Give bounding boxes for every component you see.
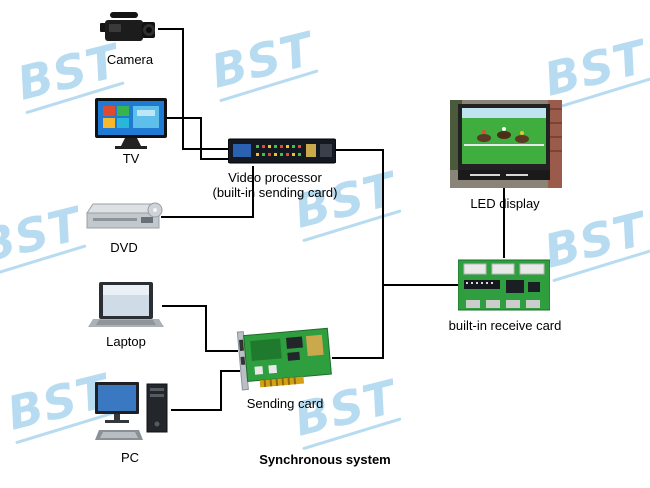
camera-icon: [100, 12, 155, 41]
wire-camera-processor: [182, 148, 228, 150]
laptop-label: Laptop: [106, 334, 146, 349]
diagram-title: Synchronous system: [259, 452, 391, 467]
wire-tv-processor: [200, 117, 202, 160]
wire-dvd-processor: [252, 166, 254, 218]
video-processor-label-main: Video processor: [228, 170, 322, 185]
wire-laptop-sendingcard: [162, 305, 207, 307]
tv-icon: [95, 98, 167, 149]
wire-processor-receivecard: [334, 149, 384, 151]
wire-dvd-processor: [161, 216, 254, 218]
wire-receivecard-leddisplay: [503, 186, 505, 258]
pc-image: [95, 382, 173, 451]
led-display-label: LED display: [470, 196, 540, 211]
wire-pc-sendingcard: [220, 370, 222, 411]
wire-bus-vertical: [382, 149, 384, 359]
wire-pc-sendingcard: [171, 409, 222, 411]
laptop-image: [88, 282, 164, 337]
wire-pc-sendingcard: [220, 370, 240, 372]
tv-image: [95, 98, 167, 155]
pc-icon: [95, 382, 168, 440]
bst-watermark-text: BST: [0, 196, 87, 274]
wire-camera-processor: [182, 28, 184, 150]
wire-camera-processor: [158, 28, 184, 30]
bst-watermark: BST: [0, 197, 87, 278]
bst-watermark: BST: [206, 22, 319, 103]
sending-card-image: [235, 322, 337, 399]
receive-card-icon: [457, 259, 551, 311]
laptop-icon: [88, 282, 164, 327]
video-processor-image: [227, 136, 337, 171]
dvd-player-icon: [86, 202, 163, 229]
video-processor-icon: [227, 138, 337, 164]
tv-label: TV: [122, 151, 140, 166]
wire-laptop-sendingcard: [205, 350, 238, 352]
wire-laptop-sendingcard: [205, 305, 207, 352]
led-display-photo: [450, 100, 562, 188]
bst-watermark: BST: [539, 30, 650, 111]
wire-sendingcard-receivecard: [332, 357, 384, 359]
receive-card-label: built-in receive card: [448, 318, 562, 333]
video-processor-label-sub: (built-in sending card): [212, 185, 338, 200]
wire-tv-processor: [165, 117, 202, 119]
wire-tv-processor: [200, 158, 228, 160]
sending-card-label: Sending card: [246, 396, 324, 411]
pc-label: PC: [120, 450, 140, 465]
wire-bus-receivecard: [382, 284, 460, 286]
sending-card-icon: [236, 327, 332, 391]
camera-label: Camera: [106, 52, 154, 67]
video-processor-label: Video processor (built-in sending card): [195, 170, 355, 200]
bst-watermark: BST: [539, 202, 650, 283]
camera-image: [100, 12, 160, 51]
led-display-image: [450, 100, 562, 193]
receive-card-image: [457, 256, 551, 319]
dvd-image: [85, 200, 163, 239]
dvd-label: DVD: [110, 240, 138, 255]
